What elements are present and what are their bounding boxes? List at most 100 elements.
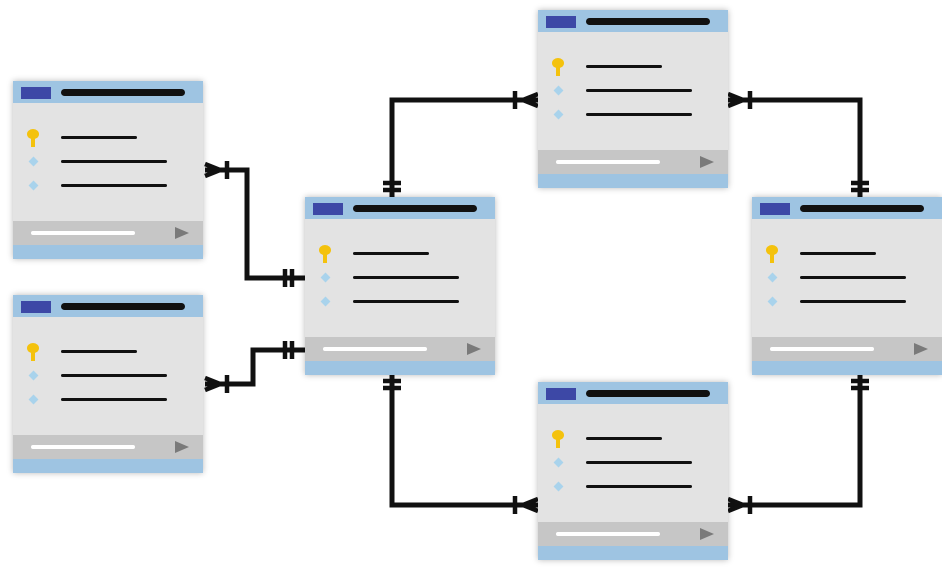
relationship-left-bottom-to-center xyxy=(204,341,305,393)
table-title-block xyxy=(760,203,790,215)
diamond-icon xyxy=(553,457,564,468)
field-row-primary-key xyxy=(538,58,728,76)
field-row xyxy=(752,271,942,285)
relationship-center-to-bottom xyxy=(383,372,539,514)
field-name-placeholder xyxy=(586,485,692,488)
play-icon[interactable] xyxy=(914,343,928,355)
one-bar-marker xyxy=(383,180,401,193)
crows-foot-marker xyxy=(204,375,230,393)
table-card-right[interactable] xyxy=(752,197,942,375)
diamond-icon xyxy=(553,481,564,492)
diamond-icon xyxy=(767,296,778,307)
table-card-bottom[interactable] xyxy=(538,382,728,560)
one-bar-marker xyxy=(383,378,401,391)
play-icon[interactable] xyxy=(175,441,189,453)
field-row-primary-key xyxy=(752,245,942,263)
table-title-placeholder xyxy=(353,205,477,212)
field-row-primary-key xyxy=(305,245,495,263)
field-row xyxy=(538,84,728,98)
field-name-placeholder xyxy=(586,89,692,92)
one-bar-marker xyxy=(851,378,869,391)
table-title-placeholder xyxy=(61,303,185,310)
table-title-block xyxy=(313,203,343,215)
field-name-placeholder xyxy=(586,461,692,464)
one-bar-marker xyxy=(851,180,869,193)
diamond-icon xyxy=(28,180,39,191)
crows-foot-marker xyxy=(512,91,539,109)
table-footer xyxy=(13,221,203,245)
play-icon[interactable] xyxy=(175,227,189,239)
table-bottom-bar xyxy=(538,174,728,188)
field-row xyxy=(538,480,728,494)
table-bottom-bar xyxy=(13,245,203,259)
key-icon xyxy=(318,245,332,263)
table-header xyxy=(13,81,203,103)
table-title-block xyxy=(21,301,51,313)
crows-foot-marker xyxy=(727,496,753,514)
table-card-center[interactable] xyxy=(305,197,495,375)
field-row xyxy=(13,393,203,407)
field-name-placeholder xyxy=(586,65,662,68)
table-footer xyxy=(13,435,203,459)
table-card-left-top[interactable] xyxy=(13,81,203,259)
table-bottom-bar xyxy=(538,546,728,560)
crows-foot-marker xyxy=(512,496,539,514)
field-name-placeholder xyxy=(61,136,137,139)
diamond-icon xyxy=(28,156,39,167)
field-row xyxy=(538,456,728,470)
table-footer xyxy=(305,337,495,361)
field-row-primary-key xyxy=(13,343,203,361)
field-name-placeholder xyxy=(61,374,167,377)
relationship-top-to-right xyxy=(727,91,869,197)
field-row xyxy=(13,155,203,169)
field-name-placeholder xyxy=(586,113,692,116)
field-row xyxy=(538,108,728,122)
diamond-icon xyxy=(28,370,39,381)
table-title-placeholder xyxy=(800,205,924,212)
table-footer xyxy=(538,522,728,546)
table-title-block xyxy=(546,16,576,28)
table-title-placeholder xyxy=(586,390,710,397)
footer-placeholder xyxy=(556,532,660,536)
table-bottom-bar xyxy=(305,361,495,375)
diamond-icon xyxy=(320,296,331,307)
field-row xyxy=(13,369,203,383)
field-row xyxy=(305,271,495,285)
play-icon[interactable] xyxy=(700,156,714,168)
table-bottom-bar xyxy=(752,361,942,375)
table-card-top[interactable] xyxy=(538,10,728,188)
field-name-placeholder xyxy=(61,350,137,353)
table-header xyxy=(752,197,942,219)
field-name-placeholder xyxy=(586,437,662,440)
field-name-placeholder xyxy=(353,276,459,279)
key-icon xyxy=(551,430,565,448)
play-icon[interactable] xyxy=(700,528,714,540)
table-card-left-bottom[interactable] xyxy=(13,295,203,473)
field-name-placeholder xyxy=(800,252,876,255)
table-title-block xyxy=(546,388,576,400)
table-header xyxy=(538,382,728,404)
footer-placeholder xyxy=(31,445,135,449)
crows-foot-marker xyxy=(204,161,230,179)
footer-placeholder xyxy=(556,160,660,164)
table-header xyxy=(305,197,495,219)
field-row-primary-key xyxy=(13,129,203,147)
crows-foot-marker xyxy=(727,91,753,109)
footer-placeholder xyxy=(31,231,135,235)
relationship-center-to-top xyxy=(383,91,539,197)
table-header xyxy=(538,10,728,32)
table-footer xyxy=(538,150,728,174)
field-row xyxy=(13,179,203,193)
field-name-placeholder xyxy=(61,398,167,401)
footer-placeholder xyxy=(770,347,874,351)
table-title-block xyxy=(21,87,51,99)
field-name-placeholder xyxy=(353,300,459,303)
diamond-icon xyxy=(553,109,564,120)
table-title-placeholder xyxy=(61,89,185,96)
play-icon[interactable] xyxy=(467,343,481,355)
field-row xyxy=(305,295,495,309)
diamond-icon xyxy=(28,394,39,405)
field-row-primary-key xyxy=(538,430,728,448)
field-row xyxy=(752,295,942,309)
